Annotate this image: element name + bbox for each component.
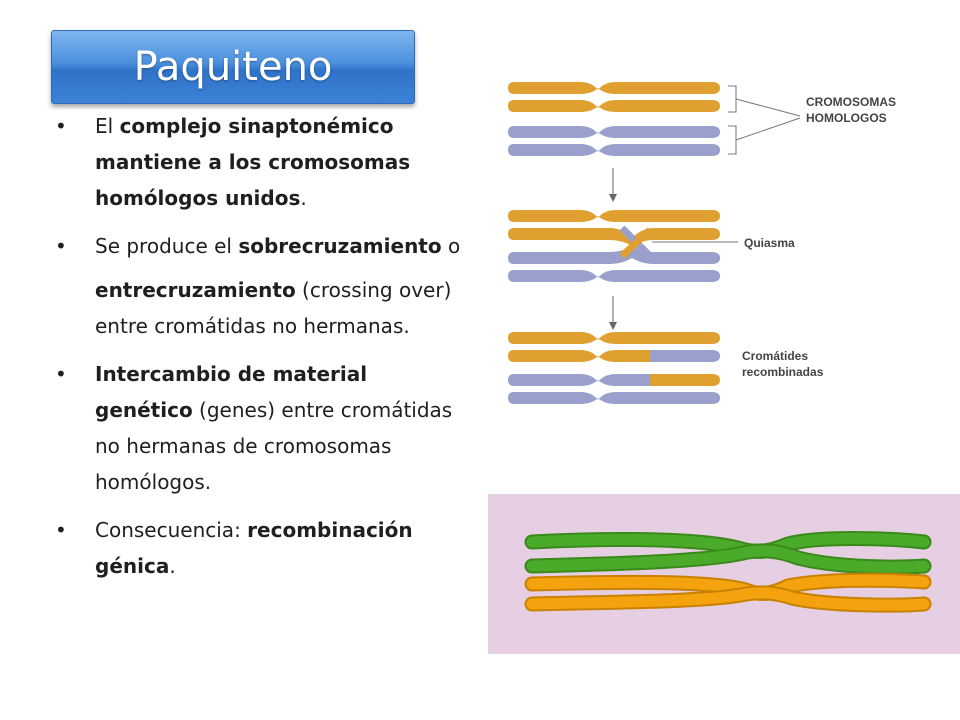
crossing-chromosomes-image bbox=[524, 531, 932, 613]
bullet-bold-text: Intercambio de material genético bbox=[95, 362, 368, 422]
bullet-item: Consecuencia: recombinación génica. bbox=[55, 512, 465, 584]
bullet-bold-text: sobrecruzamiento bbox=[238, 234, 442, 258]
down-arrow-2 bbox=[609, 296, 617, 330]
bullet-text: El bbox=[95, 114, 120, 138]
label-chiasma: Quiasma bbox=[744, 236, 795, 250]
bullet-list: El complejo sinaptonémico mantiene a los… bbox=[55, 108, 465, 596]
label-recombined-1: Cromátides bbox=[742, 349, 808, 363]
bullet-text: . bbox=[169, 554, 176, 578]
bullet-item: Se produce el sobrecruzamiento o bbox=[55, 228, 465, 264]
crossing-over-diagram: CROMOSOMAS HOMOLOGOS Quiasma Cromátides … bbox=[508, 82, 896, 404]
bullet-bold-text: recombinación génica bbox=[95, 518, 413, 578]
bullet-bold-text: complejo sinaptonémico mantiene a los cr… bbox=[95, 114, 411, 210]
bullet-text: (genes) entre cromátidas no hermanas de … bbox=[95, 398, 453, 494]
bullet-bold-text: entrecruzamiento bbox=[95, 278, 296, 302]
down-arrow-1 bbox=[609, 168, 617, 202]
slide-title-box: Paquiteno bbox=[51, 30, 415, 104]
slide-title: Paquiteno bbox=[133, 44, 333, 90]
label-homologs-1: CROMOSOMAS bbox=[806, 95, 896, 109]
bullet-item: El complejo sinaptonémico mantiene a los… bbox=[55, 108, 465, 216]
bullet-text: (crossing over) entre cromátidas no herm… bbox=[95, 278, 452, 338]
bullet-text: o bbox=[441, 234, 461, 258]
bullet-text: Consecuencia: bbox=[95, 518, 248, 542]
chiasma-pair bbox=[508, 210, 738, 282]
bullet-text: Se produce el bbox=[95, 234, 239, 258]
label-recombined-2: recombinadas bbox=[742, 365, 824, 379]
recombined-pair bbox=[508, 332, 720, 404]
bullet-item: Intercambio de material genético (genes)… bbox=[55, 356, 465, 500]
label-homologs-2: HOMOLOGOS bbox=[806, 111, 887, 125]
homologous-pair bbox=[508, 82, 801, 156]
bullet-text: . bbox=[300, 186, 307, 210]
chromosome-illustration-panel bbox=[488, 494, 960, 654]
bullet-item: entrecruzamiento (crossing over) entre c… bbox=[55, 272, 465, 344]
